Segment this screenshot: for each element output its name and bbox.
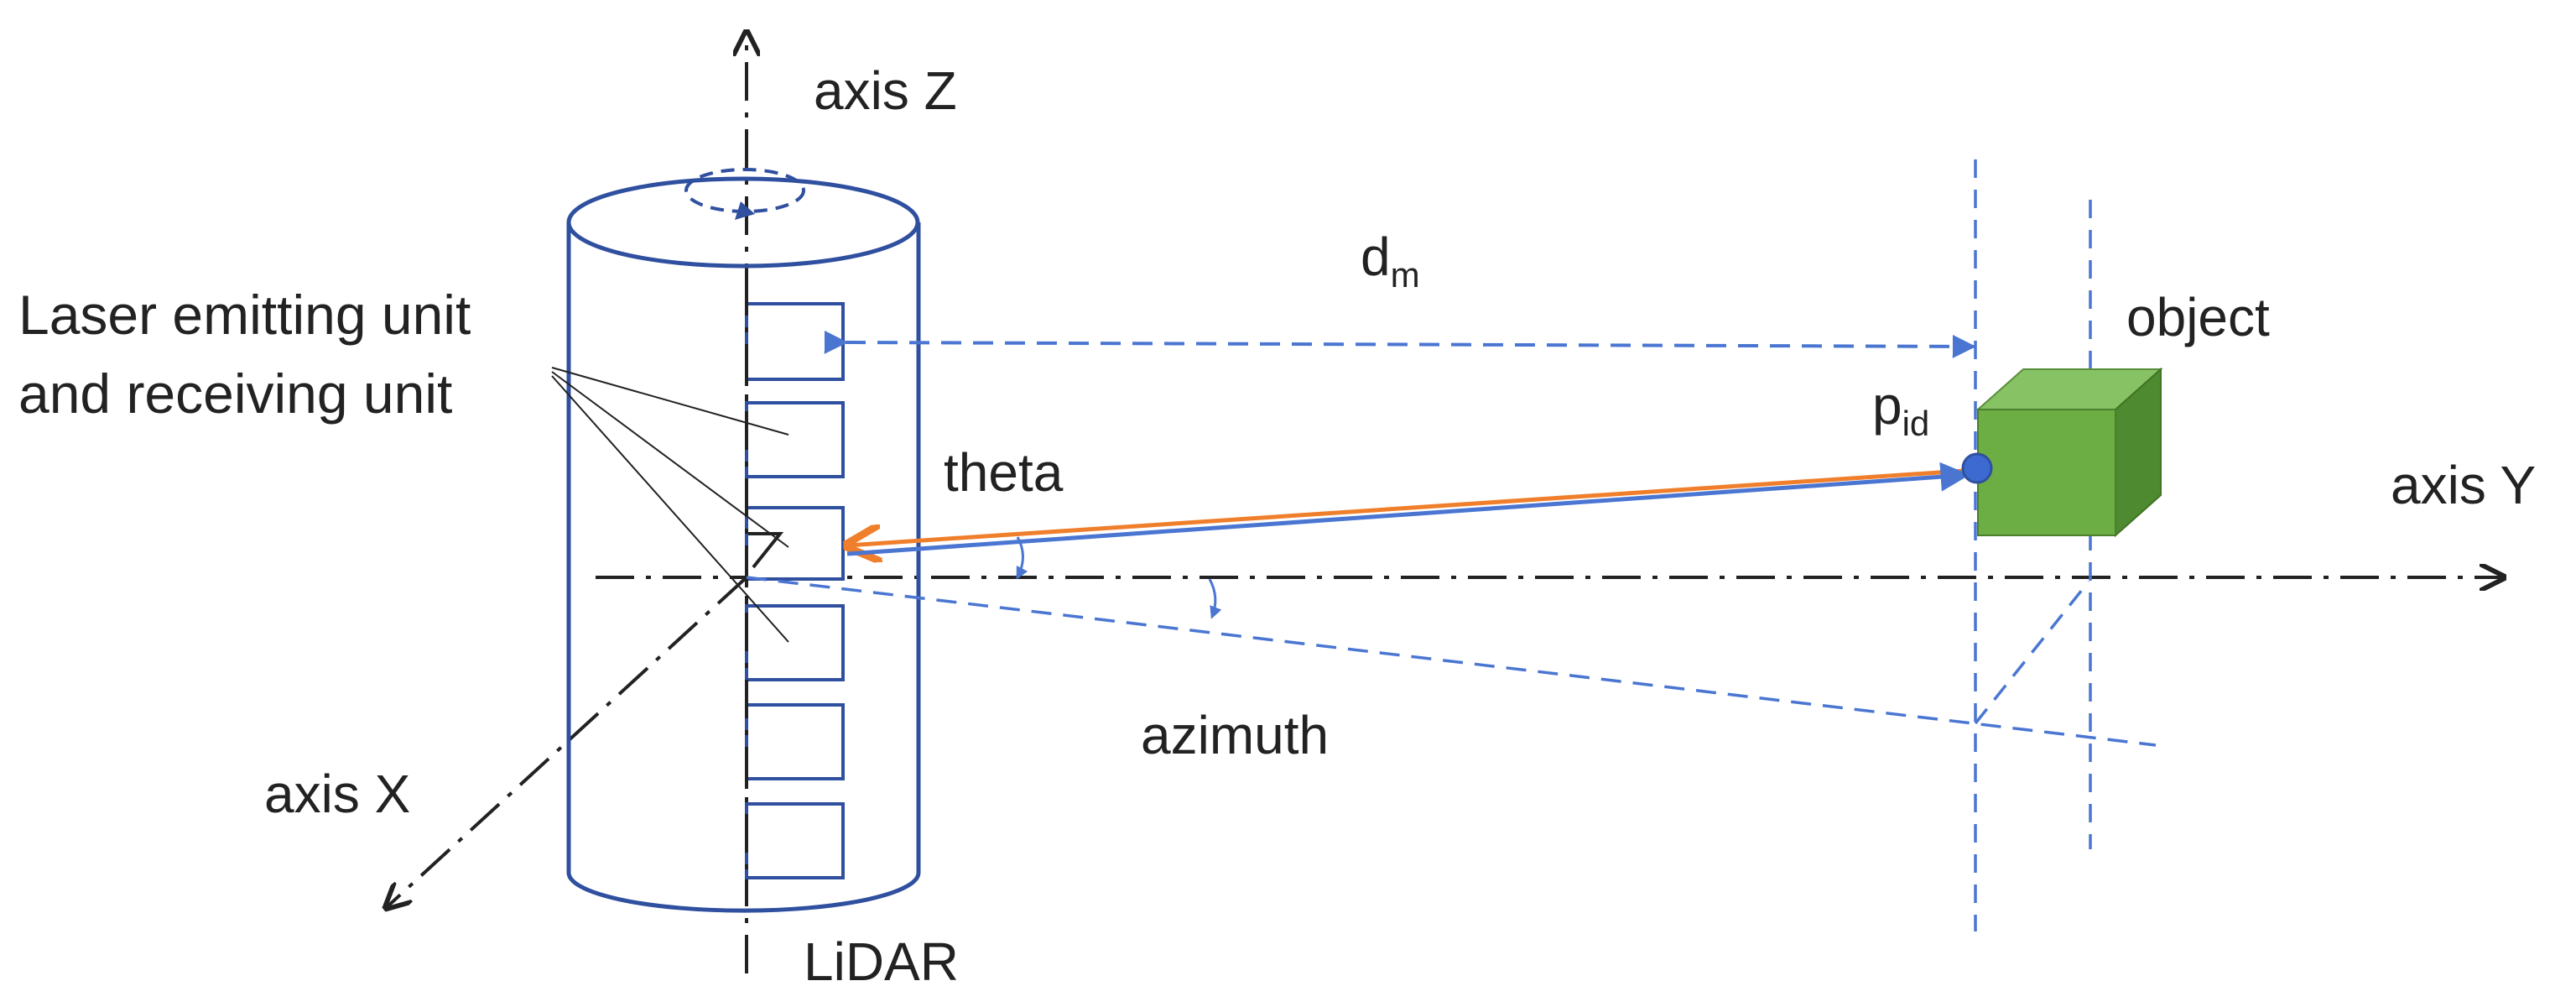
azimuth-projection-line [746, 576, 2157, 747]
azimuth-label: azimuth [1141, 705, 1329, 765]
laser-unit-2 [745, 401, 845, 478]
axis-x-line [386, 576, 748, 908]
distance-dm-label: dm [1361, 227, 1420, 295]
point-pid-sub: id [1902, 404, 1930, 443]
beam-outgoing-blue [846, 462, 1970, 556]
beam-return-orange [847, 467, 1978, 545]
laser-unit-6 [745, 802, 845, 879]
distance-dm-main: d [1361, 227, 1391, 287]
unit-label-leaders [551, 367, 789, 643]
laser-units [745, 302, 845, 879]
laser-unit-1 [745, 302, 845, 381]
point-pid-label: pid [1872, 375, 1929, 443]
point-pid-main: p [1872, 375, 1902, 436]
unit-label-line2: and receiving unit [18, 363, 452, 425]
green-cube-icon [1975, 367, 2163, 538]
distance-dm-arrow [824, 330, 1976, 358]
rotation-arrow-icon [684, 168, 805, 220]
origin-angle-mark [748, 532, 784, 569]
unit-label-line1: Laser emitting unit [18, 284, 471, 346]
measured-point-icon [1961, 452, 1993, 484]
distance-dm-sub: m [1391, 255, 1420, 295]
axis-z-label: axis Z [814, 60, 957, 121]
projection-diagonal [1974, 580, 2090, 725]
laser-unit-5 [745, 703, 845, 780]
laser-unit-3 [745, 506, 845, 581]
axis-x-label: axis X [264, 764, 410, 824]
lidar-label: LiDAR [804, 931, 959, 992]
azimuth-arc [1208, 578, 1222, 619]
axis-y-label: axis Y [2391, 455, 2536, 515]
object-label: object [2126, 287, 2270, 347]
laser-unit-4 [745, 604, 845, 681]
theta-label: theta [944, 442, 1064, 503]
